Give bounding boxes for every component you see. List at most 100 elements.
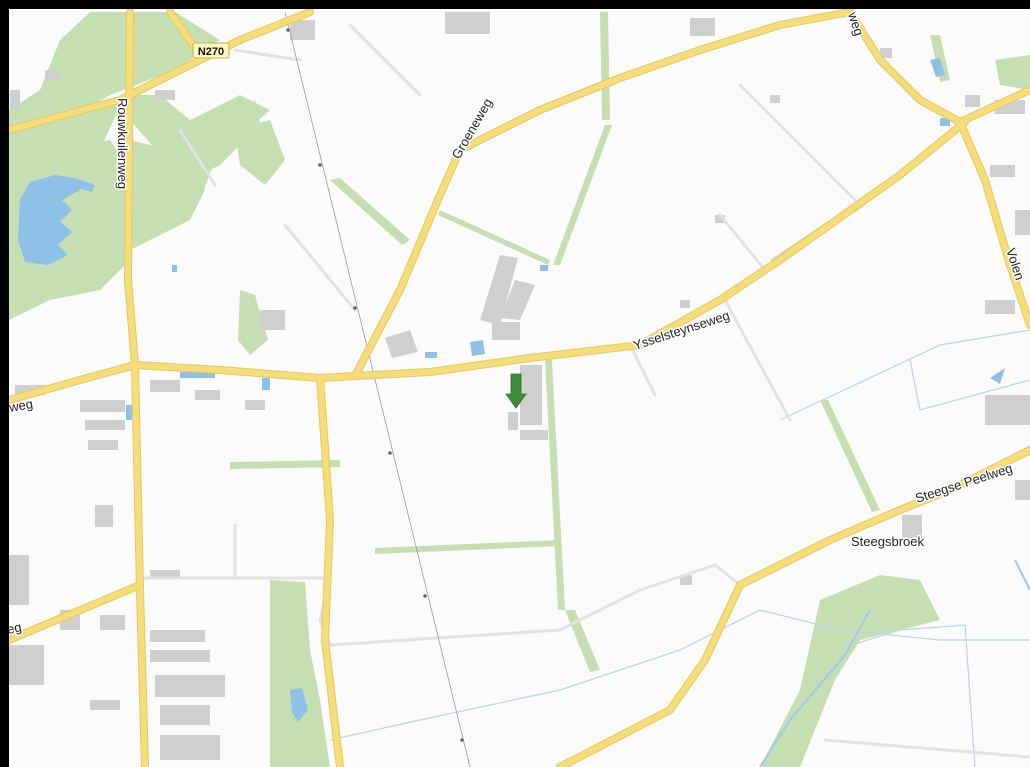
building-ne-7 <box>1015 480 1030 500</box>
label-rouwkuilenweg: Rouwkuilenweg <box>115 98 130 189</box>
buildings <box>9 12 1030 760</box>
minor-road-south <box>318 563 742 647</box>
pond-3 <box>425 352 437 358</box>
building-w-12 <box>150 380 180 392</box>
forest-patch-5 <box>270 580 330 767</box>
pond-7 <box>990 368 1005 384</box>
pond-9 <box>262 378 270 390</box>
road-volen <box>957 119 1030 328</box>
stream-east-b <box>909 359 1030 411</box>
forest-patch-4 <box>238 290 268 355</box>
lake-west-inlet <box>75 178 95 192</box>
forest-nw <box>9 12 220 140</box>
building-w-27 <box>770 95 780 103</box>
vegetation-areas <box>9 12 1030 767</box>
building-w-4 <box>95 505 113 527</box>
building-w-14 <box>245 400 265 410</box>
building-farm-1 <box>520 365 542 425</box>
building-w-28 <box>715 215 725 223</box>
building-w-1 <box>80 400 125 412</box>
building-industrial-4 <box>385 330 418 358</box>
place-labels: Steegsbroek <box>850 533 926 551</box>
building-w-26 <box>880 48 892 58</box>
field-strip-g <box>600 12 610 120</box>
building-ne-1 <box>445 12 490 34</box>
label-steegse-peelweg: Steegse Peelweg <box>913 460 1014 506</box>
minor-road-1 <box>283 223 357 312</box>
main-roads <box>9 9 1030 767</box>
building-w-15 <box>260 310 285 330</box>
label-weg-left-upper: weg <box>9 396 34 415</box>
building-farm-2 <box>520 430 548 440</box>
stream-south-b <box>834 624 976 767</box>
stream-far-se <box>1014 559 1030 591</box>
building-w-24 <box>680 575 692 585</box>
building-w-19 <box>290 20 315 40</box>
road-central-south <box>317 375 343 767</box>
label-weg-left-lower: eg <box>9 619 23 637</box>
pond-8 <box>180 372 215 378</box>
field-strip-f <box>438 210 550 265</box>
n270-road-shield: N270 <box>192 42 230 59</box>
minor-road-5 <box>628 343 657 397</box>
pond-5 <box>930 58 945 77</box>
forest-patch-3 <box>190 100 260 175</box>
field-strip-c <box>820 400 880 512</box>
label-weg-top: weg <box>845 9 867 37</box>
building-w-16 <box>45 70 60 80</box>
road-ne <box>847 9 1030 125</box>
building-industrial-1 <box>480 255 518 325</box>
building-ne-5 <box>1015 210 1030 235</box>
building-w-2 <box>85 420 125 430</box>
field-strip-e <box>375 540 560 554</box>
forest-west-lake-area <box>9 95 270 200</box>
forest-patch-ne <box>995 55 1030 90</box>
minor-road-2 <box>738 83 857 202</box>
building-ne-2 <box>690 18 715 36</box>
field-strip-a <box>330 178 410 245</box>
building-farm-3 <box>508 412 518 430</box>
pond-2 <box>470 340 485 356</box>
building-w-9 <box>155 675 225 697</box>
building-w-21 <box>100 615 125 630</box>
label-steegsbroek: Steegsbroek <box>851 534 924 549</box>
minor-road-3 <box>718 213 767 272</box>
road-steegse-peelweg <box>557 447 1030 767</box>
road-groeneweg <box>352 9 853 379</box>
label-ysselsteynseweg: Ysselsteynseweg <box>631 308 731 353</box>
location-arrow-icon[interactable] <box>505 373 527 409</box>
map-canvas[interactable]: N270 Rouwkuilenweg Groeneweg Ysselsteyns… <box>9 9 1030 767</box>
building-w-11 <box>160 735 220 760</box>
field-strip-d <box>230 460 340 469</box>
pond-4 <box>540 265 548 271</box>
building-steegsbroek-1 <box>902 515 922 545</box>
building-ne-3 <box>985 395 1030 425</box>
road-n270 <box>9 9 313 133</box>
minor-road-8 <box>823 738 1030 759</box>
building-w-30 <box>90 700 120 710</box>
building-w-7 <box>150 630 205 642</box>
road-rouwkuilenweg <box>125 9 148 767</box>
building-w-29 <box>680 300 690 308</box>
field-strip-b <box>545 360 565 610</box>
building-w-17 <box>10 90 20 110</box>
building-w-8 <box>150 650 210 662</box>
stream-east <box>779 329 1030 421</box>
forest-patch-1 <box>130 140 205 250</box>
pond-1 <box>290 688 308 722</box>
building-ne-6 <box>985 300 1015 314</box>
power-line <box>284 11 471 767</box>
minor-road-10 <box>178 128 217 187</box>
building-w-10 <box>160 705 210 725</box>
building-w-6 <box>9 645 44 685</box>
minor-road-9 <box>233 48 302 62</box>
minor-road-4 <box>723 298 792 422</box>
stream-south-a <box>329 609 1030 741</box>
pond-11 <box>172 265 177 272</box>
stream-se <box>759 609 871 767</box>
building-w-13 <box>195 390 220 400</box>
building-industrial-2 <box>500 280 535 320</box>
forest-patch-se <box>760 575 940 767</box>
building-w-18 <box>155 90 175 100</box>
